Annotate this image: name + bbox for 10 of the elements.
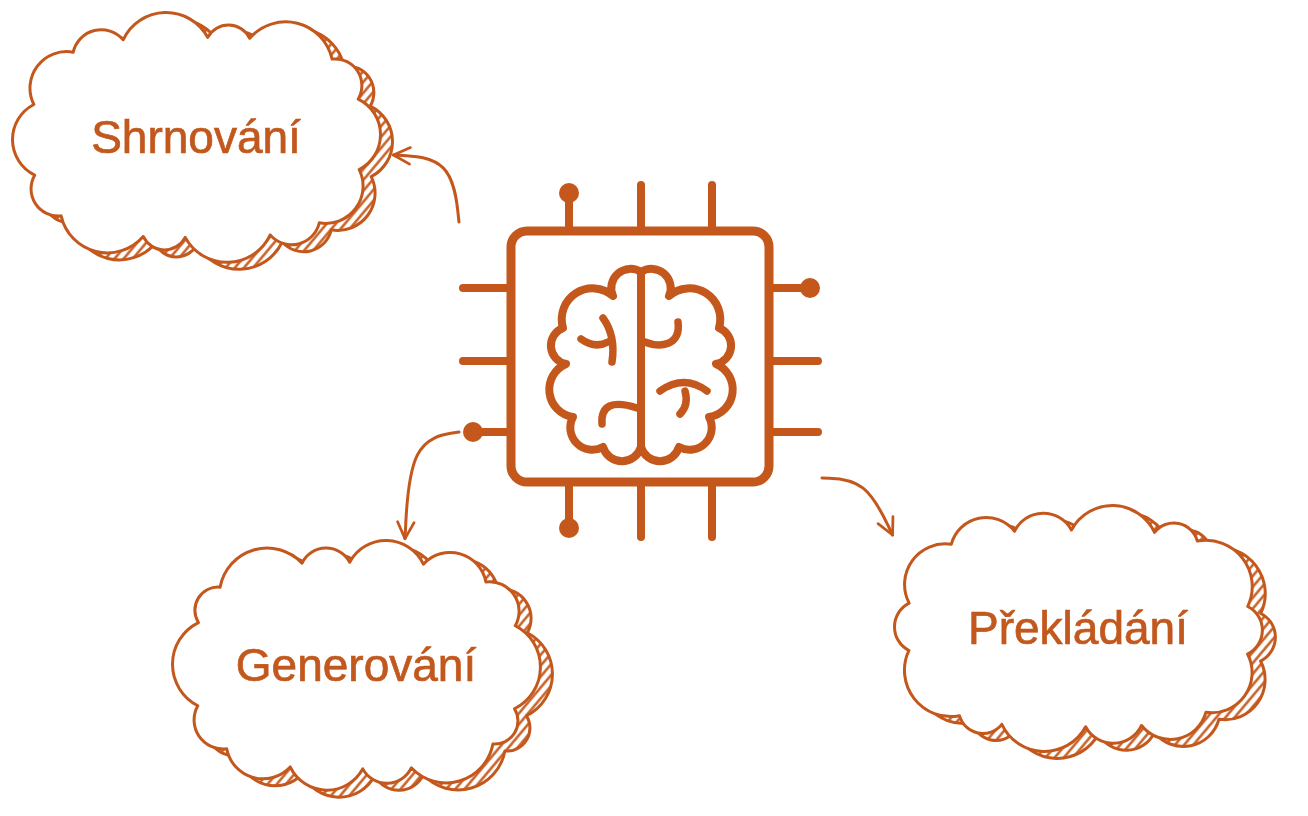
cloud-label: Shrnování <box>91 111 301 163</box>
brain-chip-icon <box>459 181 822 541</box>
cloud-shape <box>10 10 394 271</box>
cloud-label: Překládání <box>968 602 1188 654</box>
arrow <box>820 476 895 537</box>
cloud-label: Generování <box>235 639 477 691</box>
cloud-shape <box>892 503 1277 760</box>
arrow <box>392 146 461 224</box>
cloud-shape <box>170 538 554 799</box>
arrow <box>396 430 461 541</box>
